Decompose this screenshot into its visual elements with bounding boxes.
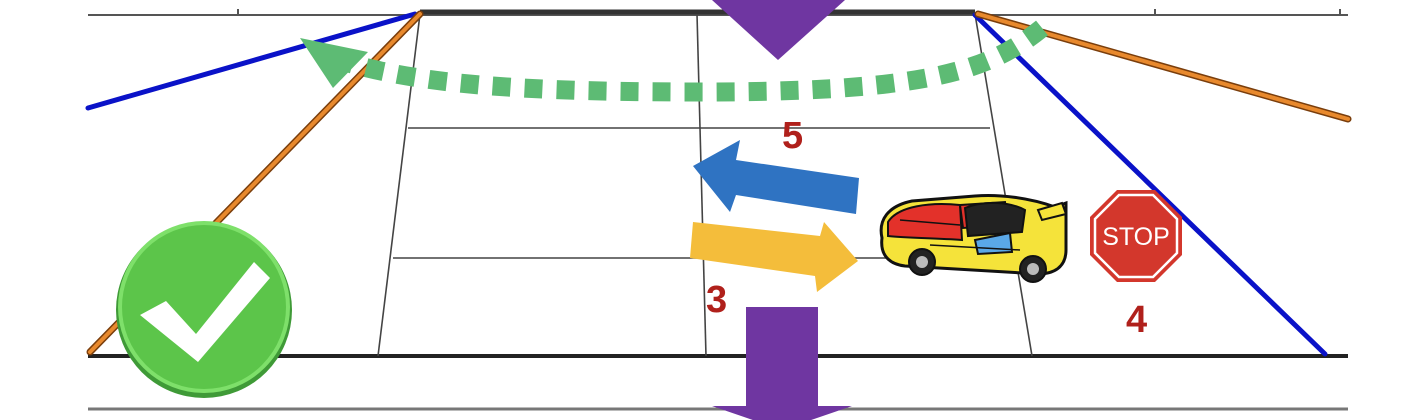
blue-arrow (693, 140, 859, 214)
yellow-arrow (690, 222, 858, 292)
purple-arrow-bottom (712, 307, 852, 420)
bottom-road-edge (88, 354, 1348, 411)
stop-sign-icon: STOP (1090, 190, 1182, 282)
checkmark-icon (116, 221, 292, 398)
green-path-arrowhead (300, 38, 368, 88)
intersection-grid (377, 13, 1033, 357)
stop-sign-text: STOP (1102, 223, 1170, 251)
top-road-edge (88, 9, 1348, 16)
lane-number-5: 5 (782, 115, 803, 157)
sports-car-icon (879, 194, 1068, 283)
lane-number-3: 3 (706, 279, 727, 321)
green-dotted-path (300, 20, 1048, 102)
road-edge-blue (85, 11, 1328, 357)
sign-number-4: 4 (1126, 299, 1147, 341)
purple-arrow-top (712, 0, 845, 60)
